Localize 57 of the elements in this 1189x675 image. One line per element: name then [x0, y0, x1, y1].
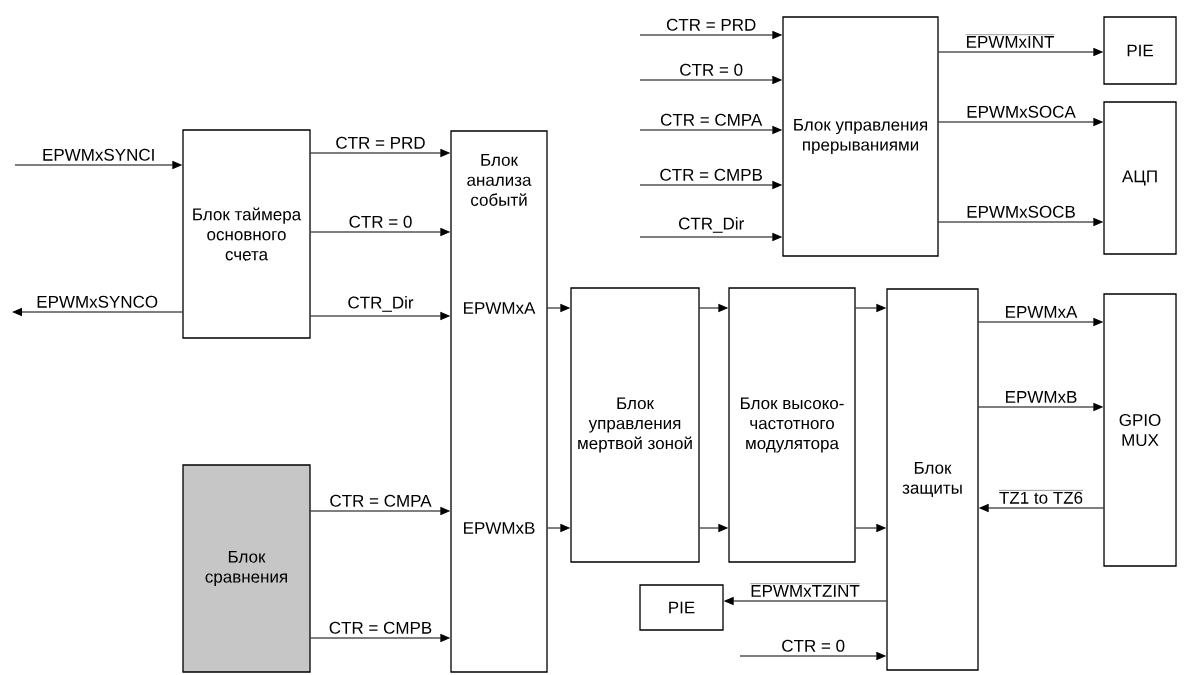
edge-label: CTR_Dir — [348, 296, 414, 312]
edge-label: TZ1 to TZ6 — [998, 490, 1084, 504]
edge-label: EPWMxSOCA — [967, 105, 1076, 118]
arrow — [938, 118, 1103, 126]
block-box: GPIO MUX — [1103, 293, 1177, 567]
arrow — [12, 308, 183, 316]
block-box: Блок таймера основного счета — [182, 129, 311, 339]
edge-label: CTR = CMPB — [329, 621, 432, 634]
block-box: Блок управления мертвой зоной — [570, 287, 700, 563]
edge-label: EPWMxSYNCI — [43, 148, 154, 161]
edge-label: CTR = 0 — [680, 63, 743, 76]
edge-label: CTR = 0 — [782, 639, 845, 652]
arrow — [978, 318, 1103, 326]
block-box: АЦП — [1103, 101, 1177, 255]
block-box: PIE — [1103, 16, 1177, 85]
arrow — [310, 149, 450, 157]
arrow — [639, 76, 782, 84]
arrow — [979, 504, 1104, 512]
arrow — [547, 524, 570, 532]
block-box: Блок высоко-частотного модулятора — [728, 287, 856, 563]
arrow — [855, 524, 886, 532]
edge-label: EPWMxA — [1006, 306, 1078, 318]
edge-label: EPWMxTZINT — [750, 583, 860, 597]
edge-label: CTR = PRD — [336, 136, 425, 149]
arrow — [978, 403, 1103, 411]
block-box: Блок защиты — [886, 288, 979, 671]
edge-label: CTR = CMPA — [660, 113, 763, 126]
block-box: Блок сравнения — [182, 464, 311, 673]
arrow — [310, 634, 450, 642]
edge-label: CTR = 0 — [349, 215, 412, 228]
block-box: Блок управления прерываниями — [782, 16, 939, 257]
edge-label: EPWMxB — [1006, 391, 1077, 403]
block-box: PIE — [639, 584, 724, 631]
edge-label: CTR = PRD — [666, 18, 756, 31]
edge-label: EPWMxSOCB — [967, 205, 1075, 218]
arrow — [639, 31, 782, 39]
edge-label: CTR = CMPA — [330, 494, 432, 507]
arrow — [739, 652, 886, 660]
arrow — [14, 161, 182, 169]
arrow — [699, 304, 728, 312]
arrow — [547, 304, 570, 312]
arrow — [310, 228, 450, 236]
edge-label: EPWMxSYNCO — [37, 295, 158, 308]
edge-label: CTR = CMPB — [660, 168, 762, 181]
arrow — [855, 304, 886, 312]
edge-label: EPWMxINT — [965, 34, 1055, 48]
arrow — [724, 597, 887, 605]
edge-label: CTR_Dir — [679, 217, 744, 233]
block-box: Блок анализа событй EPWMxA EPWMxB — [450, 130, 548, 673]
arrow — [699, 524, 728, 532]
arrow — [639, 126, 782, 134]
arrow — [310, 507, 450, 515]
arrow — [938, 48, 1103, 56]
arrow — [310, 312, 450, 320]
arrow — [639, 233, 782, 241]
arrow — [639, 181, 782, 189]
arrow — [938, 218, 1103, 226]
